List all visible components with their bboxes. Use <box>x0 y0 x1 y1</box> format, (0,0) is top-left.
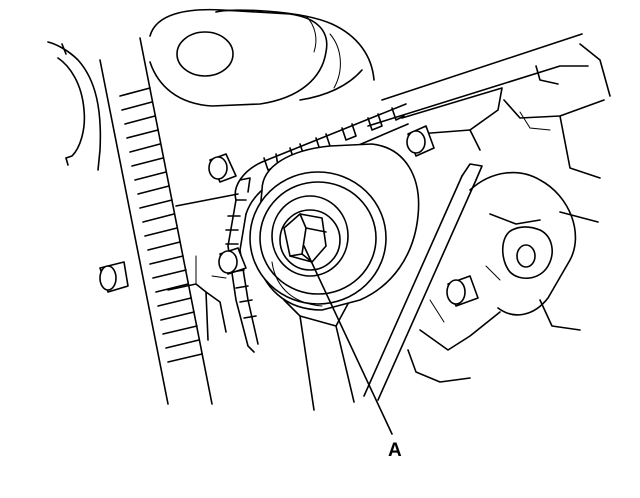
dowel-pin-upper-left <box>208 153 237 183</box>
timing-belt-right-run <box>363 163 483 401</box>
callout-a-leader <box>303 245 393 435</box>
tensioner-bolt <box>279 209 341 271</box>
dowel-pin-far-left <box>99 261 129 293</box>
tensioner-bracket <box>407 171 599 383</box>
dowel-pin-middle-left <box>218 247 247 275</box>
engine-block-lower <box>167 193 355 411</box>
callout-a: A <box>303 245 402 461</box>
dowel-pin-lower-right <box>446 275 479 307</box>
engine-housing-left <box>47 41 102 171</box>
timing-belt-left-run <box>99 37 213 405</box>
dowel-pin-upper-right <box>406 125 435 157</box>
upper-pulley <box>149 8 375 107</box>
callout-a-label: A <box>388 440 402 461</box>
belt-cover-upper-right <box>367 33 611 179</box>
timing-belt-tensioner-wrap <box>225 199 259 353</box>
